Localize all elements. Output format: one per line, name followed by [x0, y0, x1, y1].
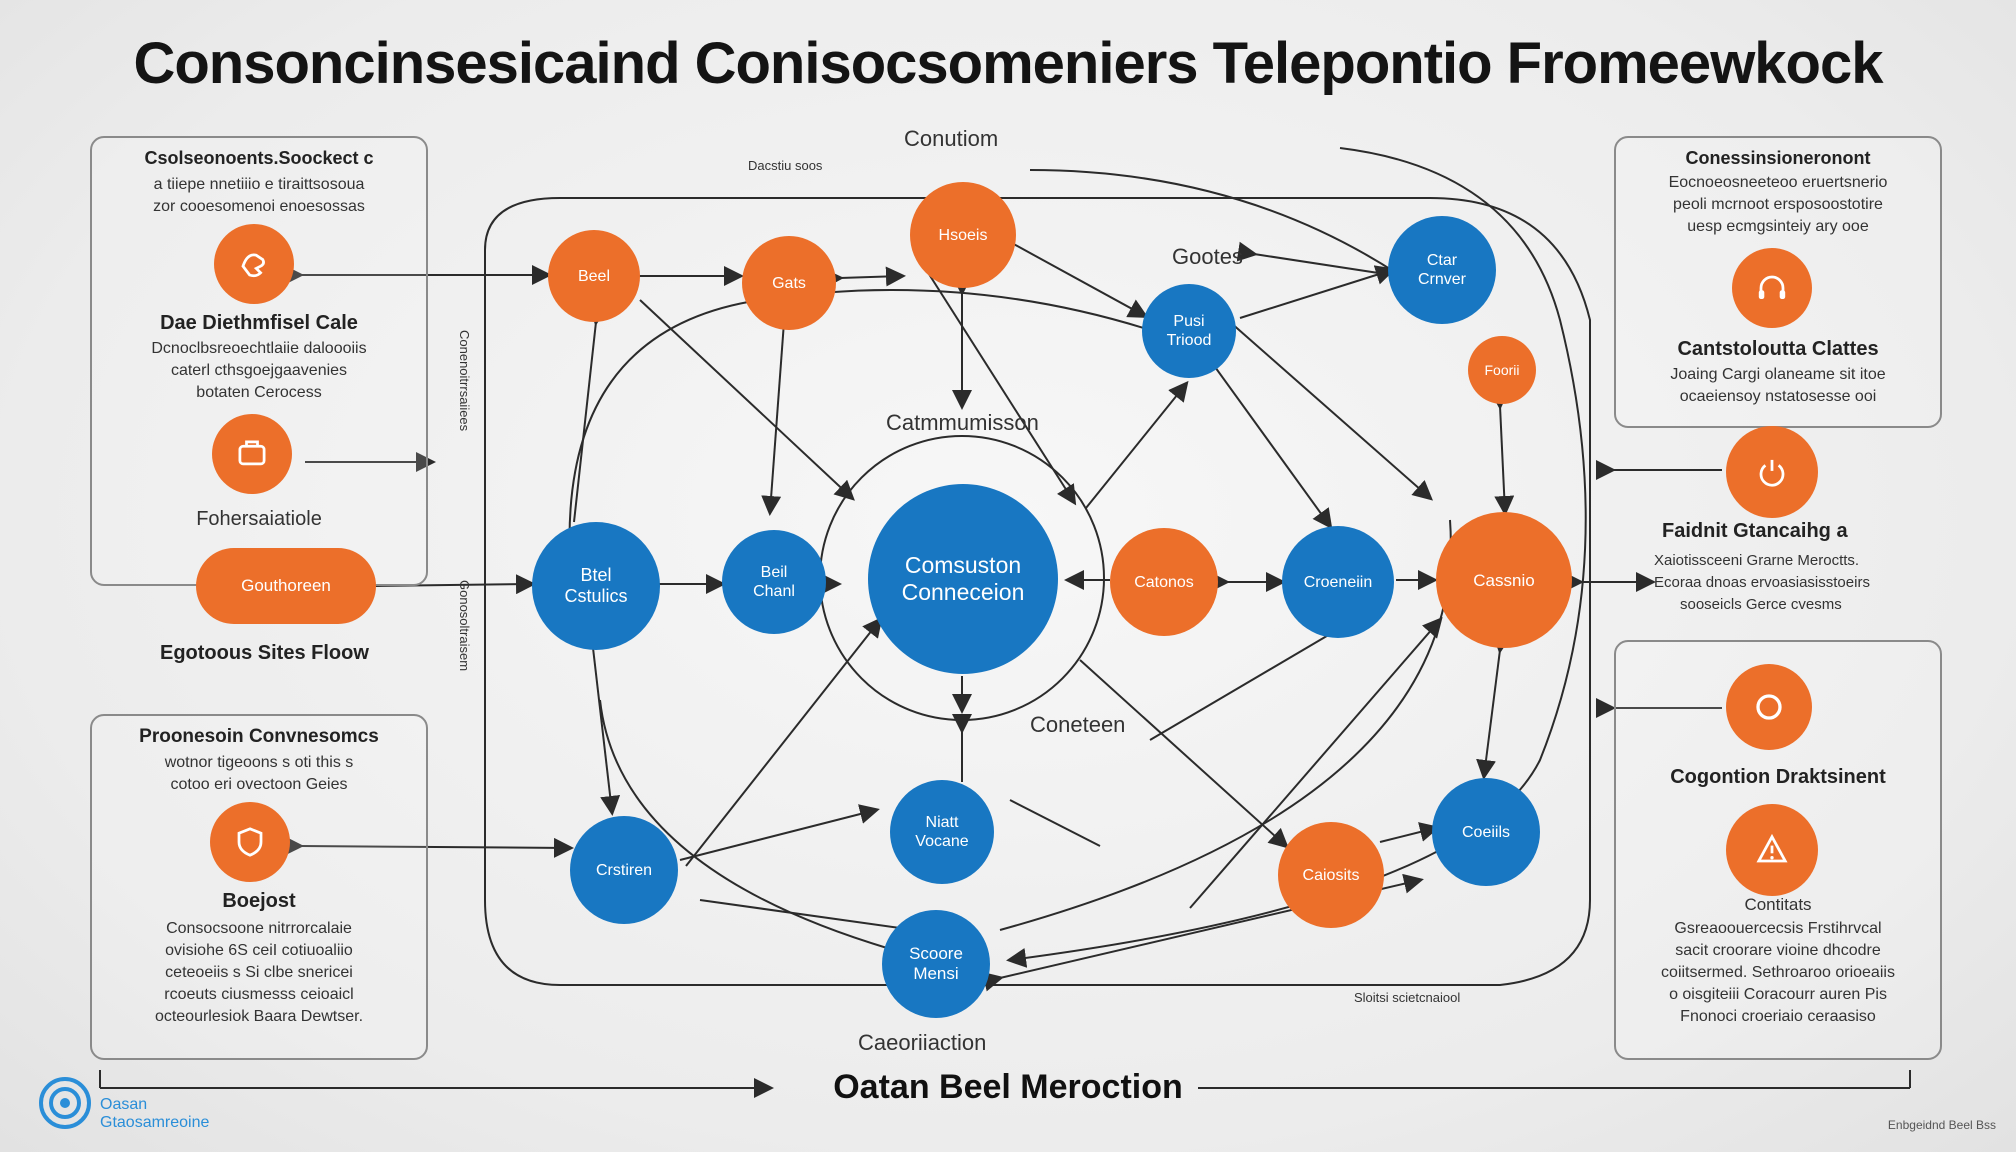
page-title: Consoncinsesicaind Conisocsomeniers Tele… — [133, 31, 1883, 96]
panel-line: wotnor tigeoons s oti this s — [164, 754, 354, 771]
caption-line: octeourlesiok Baara Dewtser. — [154, 1008, 364, 1025]
left-bottom-panel: Proonesoin Convnesomcs wotnor tigeoons s… — [90, 714, 428, 1060]
flow-caption: Egotoous Sites Floow — [160, 642, 369, 664]
node-coeiils[interactable]: Coeiils — [1432, 778, 1540, 886]
node-label: Croeneiin — [1303, 573, 1373, 591]
caption-line: Joaing Cargi olaneame sit itoe — [1670, 366, 1886, 383]
icon2-caption: Fohersaiatiole — [196, 508, 322, 530]
caption-line: Consocsoone nitrrorcalaie — [166, 920, 352, 937]
icon-caption: Cantstoloutta Clattes — [1677, 338, 1879, 360]
label-gootes: Gootes — [1172, 244, 1243, 269]
node-label: Beel — [577, 267, 611, 285]
right-mid-line: Ecoraa dnoas ervoasiasisstoeirs — [1654, 574, 1870, 591]
label-conutiom: Conutiom — [904, 126, 999, 151]
panel-line: zor cooesomenoi enoesossas — [153, 198, 365, 215]
node-label: Crstiren — [595, 861, 652, 879]
gouthoreen-pill[interactable]: Gouthoreen — [196, 548, 376, 624]
panel-line: Fnonoci croeriaio ceraasiso — [1680, 1008, 1876, 1025]
panel-caption: Cogontion Draktsinent — [1670, 766, 1886, 788]
node-label: Cassnio — [1473, 570, 1535, 590]
panel-line: cotoo eri ovectoon Geies — [170, 776, 348, 793]
panel-sub: Contitats — [1744, 895, 1812, 914]
icon-caption: Boejost — [222, 890, 296, 912]
caption-line: rcoeuts ciusmesss ceioaicl — [164, 986, 354, 1003]
node-croeneiin[interactable]: Croeneiin — [1282, 526, 1394, 638]
label-dacstiu: Dacstiu soos — [748, 158, 823, 173]
node-label: Gats — [772, 274, 806, 292]
panel-heading: Conessinsioneronont — [1685, 148, 1871, 168]
node-hsoeis[interactable]: Hsoeis — [910, 182, 1016, 288]
panel-line: peoli mcrnoot ersposoostotire — [1673, 196, 1883, 213]
caption-line: botaten Cerocess — [196, 384, 322, 401]
node-label: Caiosits — [1302, 866, 1360, 884]
label-caeoriiaction: Caeoriiaction — [858, 1030, 987, 1055]
caption-line: ceteoeiis s Si clbe snericei — [165, 964, 353, 981]
right-mid-line: Xaiotissceeni Grarne Meroctts. — [1654, 552, 1860, 569]
node-label: Hsoeis — [938, 226, 988, 244]
node-crstiren[interactable]: Crstiren — [570, 816, 678, 924]
label-catmmumisson: Catmmumisson — [886, 410, 1039, 435]
panel-line: sacit croorare vioine dhcodre — [1675, 942, 1881, 959]
footer-title: Oatan Beel Meroction — [833, 1068, 1183, 1106]
node-beel[interactable]: Beel — [548, 230, 640, 322]
shield-icon — [210, 802, 290, 882]
panel-line: a tiiepe nnetiiio e tiraittsosoua — [153, 176, 365, 193]
briefcase-icon — [212, 414, 292, 494]
node-catonos[interactable]: Catonos — [1110, 528, 1218, 636]
panel-line: coiitsermed. Sethroaroo orioeaiis — [1661, 964, 1895, 981]
caption-line: ocaeiensoy nstatosesse ooi — [1679, 388, 1877, 405]
left-top-panel: Csolseonoents.Soockect c a tiiepe nnetii… — [90, 136, 428, 586]
label-coneteen: Coneteen — [1030, 712, 1126, 737]
logo-icon — [39, 1077, 91, 1129]
node-label: Foorii — [1484, 361, 1520, 378]
caption-line: ovisiohe 6S ceiI cotiuoaliio — [165, 942, 353, 959]
node-label: Catonos — [1134, 573, 1194, 591]
label-vertical-2: Gonosoltraisem — [457, 580, 472, 672]
panel-heading: Proonesoin Convnesomcs — [139, 726, 379, 747]
node-gats[interactable]: Gats — [742, 236, 836, 330]
logo-text: Oasan Gtaosamreoine — [100, 1096, 210, 1131]
power-icon[interactable] — [1726, 426, 1818, 518]
node-cassnio[interactable]: Cassnio — [1436, 512, 1572, 648]
label-vertical-1: Conenoitrrsaiiees — [457, 330, 472, 432]
node-foorii[interactable]: Foorii — [1468, 336, 1536, 404]
caption-line: caterl cthsgoejgaavenies — [170, 362, 348, 379]
icon-caption: Dae Diethmfisel Cale — [160, 312, 358, 334]
caption-line: Dcnoclbsreoechtlaiie daloooiis — [151, 340, 367, 357]
hand-icon — [214, 224, 294, 304]
label-sloitsi: Sloitsi scietcnaiool — [1354, 990, 1461, 1005]
headset-icon — [1732, 248, 1812, 328]
panel-heading: Csolseonoents.Soockect c — [144, 148, 374, 168]
panel-line: Eocnoeosneeteoo eruertsnerio — [1668, 174, 1888, 191]
corner-text: Enbgeidnd Beel Bss — [1887, 1118, 1996, 1132]
right-mid-caption: Faidnit Gtancaihg a — [1662, 520, 1848, 542]
panel-line: Gsreaoouercecsis Frstihrvcal — [1674, 920, 1882, 937]
panel-line: o oisgiteiii Coracourr auren Pis — [1669, 986, 1887, 1003]
right-mid-line: sooseicls Gerce cvesms — [1680, 596, 1842, 613]
warning-icon — [1726, 804, 1818, 896]
panel-line: uesp ecmgsinteiy ary ooe — [1687, 218, 1869, 235]
node-label: Coeiils — [1461, 823, 1510, 841]
node-caiosits[interactable]: Caiosits — [1278, 822, 1384, 928]
ring-icon — [1726, 664, 1812, 750]
